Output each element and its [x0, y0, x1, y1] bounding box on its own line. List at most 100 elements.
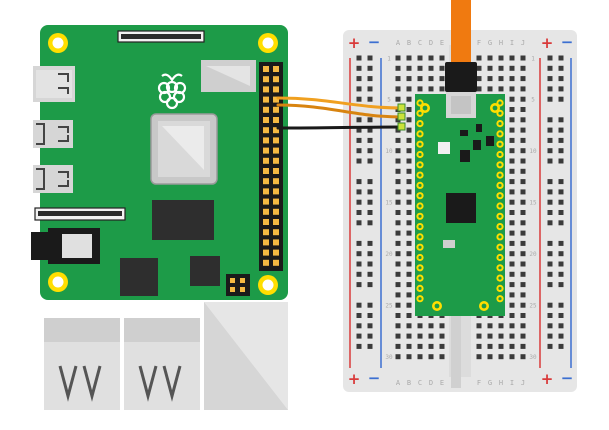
rail-hole	[547, 282, 553, 288]
rail-hole	[558, 189, 564, 195]
rail-hole	[558, 76, 564, 82]
gpio-pin	[273, 86, 279, 93]
rpi-ethernet-port	[204, 302, 288, 410]
breadboard-hole	[520, 271, 526, 277]
rail-hole	[356, 55, 362, 61]
pico-board	[415, 92, 505, 388]
rail-hole	[367, 137, 373, 143]
breadboard-hole	[509, 210, 515, 215]
breadboard-hole	[395, 55, 401, 61]
breadboard-hole	[487, 333, 493, 339]
rail-hole	[558, 271, 564, 277]
rpi-soc-chip	[150, 113, 218, 185]
wire-black-gnd-to-pico	[276, 125, 404, 130]
breadboard-hole	[395, 313, 401, 318]
gpio-pin	[273, 168, 279, 174]
breadboard-hole	[439, 76, 445, 82]
rail-hole	[558, 313, 564, 318]
gpio-pin	[273, 76, 279, 83]
breadboard-hole	[520, 199, 526, 205]
column-label: H	[499, 379, 503, 387]
rail-hole	[367, 220, 373, 226]
gpio-pin	[263, 249, 269, 256]
rail-plus-top-left: +	[348, 34, 361, 52]
breadboard-hole	[509, 261, 515, 267]
gpio-pin	[273, 96, 279, 103]
breadboard-hole	[520, 302, 526, 308]
rail-hole	[558, 220, 564, 226]
rail-hole	[367, 158, 373, 164]
gpio-pin	[263, 239, 269, 246]
breadboard-hole	[520, 148, 526, 154]
breadboard-hole	[439, 333, 445, 339]
breadboard-hole	[395, 302, 401, 308]
rail-hole	[367, 302, 373, 308]
rail-hole	[547, 199, 553, 205]
rail-hole	[547, 323, 553, 329]
rail-hole	[356, 76, 362, 82]
column-label: C	[418, 379, 422, 387]
breadboard-hole	[520, 107, 526, 112]
breadboard-hole	[395, 333, 401, 339]
rail-minus-top-right: −	[561, 33, 574, 51]
gpio-pin	[263, 117, 269, 123]
rpi-ethernet-chip	[190, 256, 220, 286]
breadboard-hole	[509, 333, 515, 339]
rpi-dsi-connector	[34, 207, 126, 221]
breadboard-hole	[520, 240, 526, 246]
gpio-pin	[273, 208, 279, 215]
column-label: B	[407, 379, 411, 387]
rail-hole	[356, 220, 362, 226]
pico-component	[473, 140, 481, 150]
rail-hole	[558, 158, 564, 164]
rpi-gpio-header	[259, 62, 283, 271]
rpi-usb-port-pair-1	[44, 318, 120, 410]
rail-hole	[558, 333, 564, 339]
breadboard-hole	[428, 76, 434, 82]
breadboard-hole	[520, 230, 526, 236]
breadboard-hole	[439, 55, 445, 61]
breadboard-hole	[439, 323, 445, 329]
breadboard-hole	[509, 302, 515, 308]
breadboard-hole	[509, 323, 515, 329]
breadboard-hole	[520, 137, 526, 143]
breadboard-hole	[509, 137, 515, 143]
rail-hole	[547, 96, 553, 102]
breadboard-hole	[476, 323, 482, 329]
breadboard-hole	[509, 230, 515, 236]
breadboard-hole	[395, 230, 401, 236]
rail-hole	[356, 261, 362, 267]
column-label: I	[510, 379, 514, 387]
row-number-label: 15	[529, 200, 537, 207]
rail-hole	[356, 137, 362, 143]
rail-hole	[367, 343, 373, 349]
breadboard-hole	[509, 148, 515, 154]
breadboard-hole	[428, 343, 434, 349]
rpi-mount-hole-tl	[48, 33, 68, 53]
column-label: J	[521, 39, 525, 47]
breadboard-hole	[520, 55, 526, 61]
row-number-label: 15	[385, 200, 393, 207]
breadboard-hole	[476, 354, 482, 360]
rail-hole	[367, 148, 373, 154]
rail-hole	[356, 210, 362, 215]
rail-hole	[356, 199, 362, 205]
rail-hole	[547, 137, 553, 143]
rail-hole	[367, 251, 373, 257]
rail-hole	[558, 251, 564, 257]
breadboard-hole	[487, 65, 493, 71]
breadboard-hole	[417, 55, 423, 61]
gpio-pin	[263, 147, 269, 154]
breadboard-hole	[520, 117, 526, 123]
breadboard-hole	[428, 65, 434, 71]
breadboard-hole	[520, 179, 526, 185]
column-label: I	[510, 39, 514, 47]
breadboard-hole	[509, 86, 515, 92]
breadboard-hole	[520, 261, 526, 267]
gpio-pin	[263, 96, 269, 103]
breadboard-hole	[498, 354, 504, 360]
rail-hole	[367, 271, 373, 277]
pico-mount-hole	[432, 301, 442, 311]
breadboard-hole	[406, 323, 412, 329]
